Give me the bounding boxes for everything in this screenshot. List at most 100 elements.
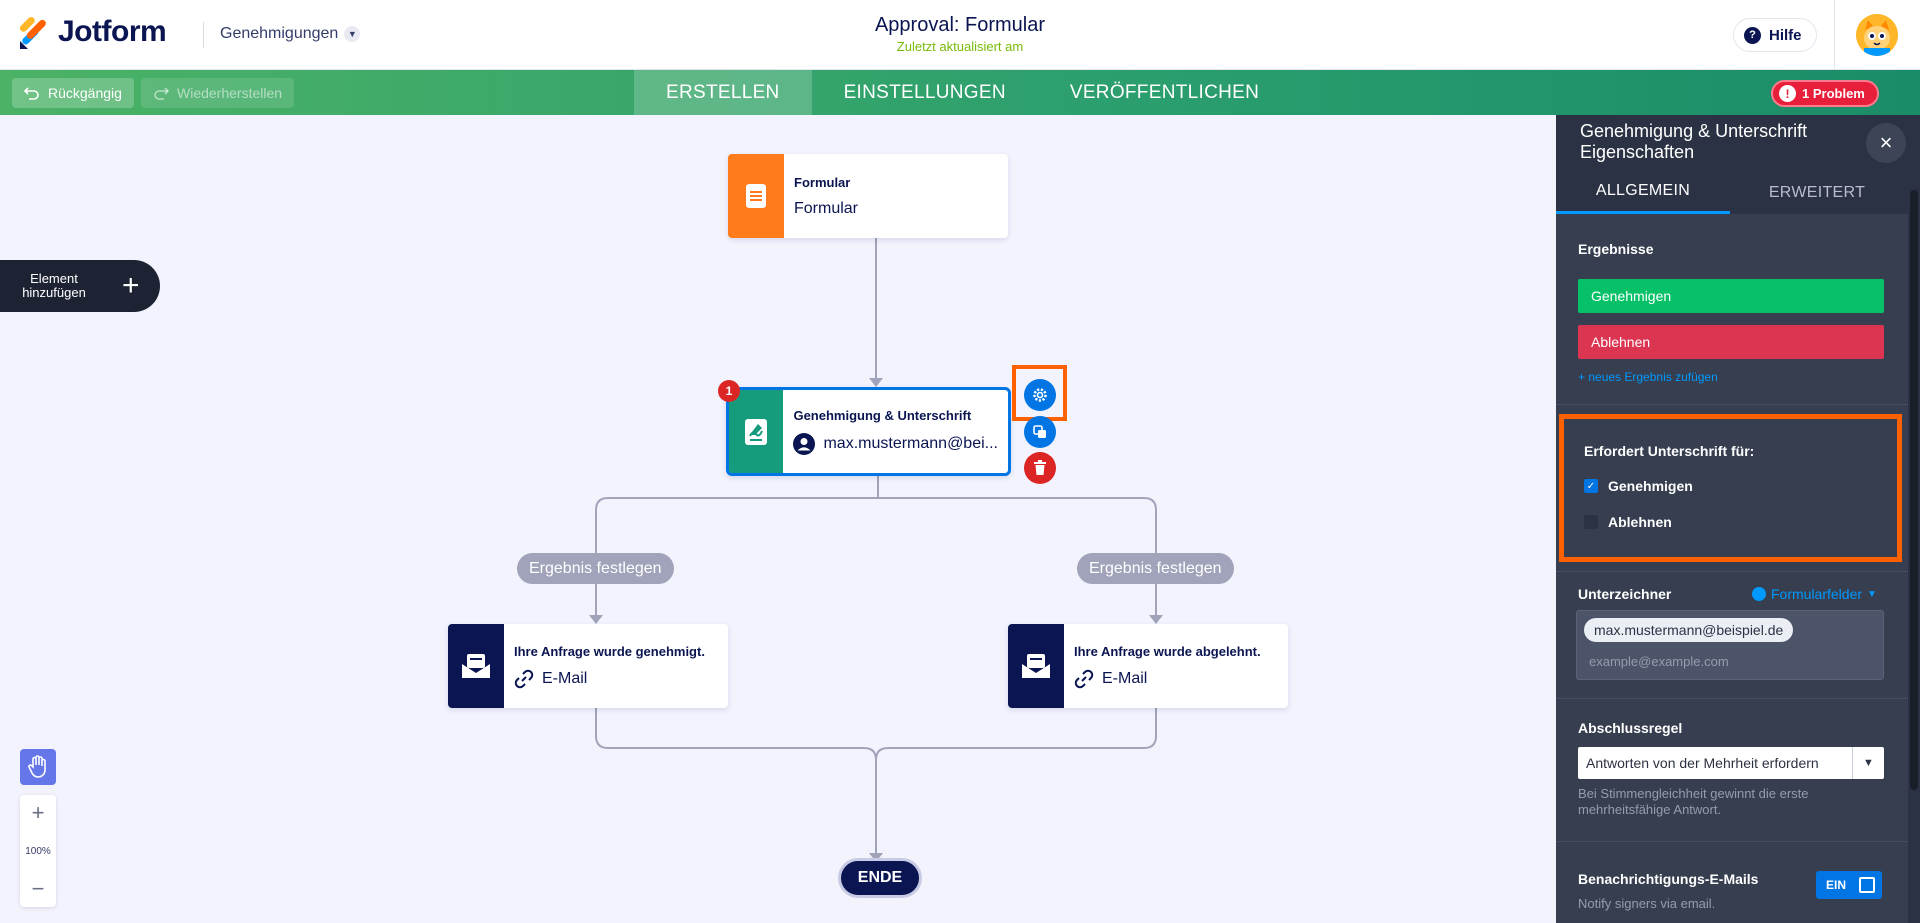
signer-email-input[interactable]: example@example.com	[1589, 654, 1729, 669]
approval-signature-node[interactable]: Genehmigung & Unterschrift max.musterman…	[726, 387, 1011, 476]
link-icon	[1074, 669, 1094, 688]
email-node-type: E-Mail	[514, 669, 705, 689]
undo-label: Rückgängig	[48, 85, 122, 101]
end-node[interactable]: ENDE	[838, 858, 922, 898]
section-divider	[1556, 404, 1908, 405]
pan-mode-button[interactable]	[20, 749, 56, 785]
workflow-connectors	[589, 238, 1163, 862]
exclamation-icon: !	[1779, 85, 1796, 102]
approval-node-side	[729, 390, 784, 473]
problem-button[interactable]: ! 1 Problem	[1771, 80, 1879, 107]
envelope-icon	[462, 654, 490, 678]
set-result-pill-reject[interactable]: Ergebnis festlegen	[1077, 553, 1234, 584]
builder-toolbar: Rückgängig Wiederherstellen ERSTELLEN EI…	[0, 70, 1920, 115]
notifications-toggle[interactable]: EIN	[1816, 871, 1882, 899]
form-title[interactable]: Approval: Formular	[874, 14, 1046, 36]
header-divider	[203, 22, 204, 48]
completion-rule-value: Antworten von der Mehrheit erfordern	[1586, 755, 1819, 771]
checkbox-sign-approve[interactable]: ✓ Genehmigen	[1584, 478, 1693, 494]
help-label: Hilfe	[1769, 26, 1802, 44]
set-result-pill-approve[interactable]: Ergebnis festlegen	[517, 553, 674, 584]
tab-allgemein[interactable]: ALLGEMEIN	[1556, 171, 1730, 214]
checkbox-label: Ablehnen	[1608, 514, 1672, 530]
email-node-title: Ihre Anfrage wurde genehmigt.	[514, 643, 705, 659]
approval-node-assignee: max.mustermann@bei...	[793, 433, 998, 455]
panel-tabs: ALLGEMEIN ERWEITERT	[1556, 171, 1920, 214]
approval-node-title: Genehmigung & Unterschrift	[793, 408, 972, 423]
signature-required-label: Erfordert Unterschrift für:	[1584, 443, 1755, 459]
assignee-email: max.mustermann@bei...	[823, 435, 998, 452]
tab-veroeffentlichen[interactable]: VERÖFFENTLICHEN	[1069, 81, 1260, 103]
avatar[interactable]	[1856, 14, 1898, 56]
last-updated: Zuletzt aktualisiert am	[896, 39, 1024, 54]
node-delete-button[interactable]	[1024, 452, 1056, 484]
email-node-type-label: E-Mail	[542, 669, 588, 687]
checkbox-sign-reject[interactable]: Ablehnen	[1584, 514, 1672, 530]
result-reject[interactable]: Ablehnen	[1578, 325, 1884, 359]
hand-icon	[28, 755, 46, 778]
email-node-type: E-Mail	[1074, 669, 1261, 689]
signer-chip[interactable]: max.mustermann@beispiel.de	[1584, 618, 1794, 642]
redo-icon	[154, 87, 169, 100]
signature-required-highlight: Erfordert Unterschrift für: ✓ Genehmigen…	[1559, 414, 1902, 562]
form-document-icon	[746, 184, 766, 208]
trash-icon	[1034, 460, 1046, 475]
add-element-button[interactable]: Element hinzufügen +	[0, 260, 160, 312]
chevron-down-icon: ▼	[1867, 588, 1877, 600]
node-settings-button[interactable]	[1024, 379, 1056, 411]
link-icon	[514, 669, 534, 688]
close-icon[interactable]: ×	[1866, 123, 1906, 163]
zoom-level: 100%	[25, 845, 51, 857]
completion-rule-help: Bei Stimmengleichheit gewinnt die erste …	[1578, 786, 1809, 817]
jotform-logo-icon	[19, 16, 46, 49]
completion-rule-select[interactable]: Antworten von der Mehrheit erfordern ▼	[1578, 747, 1884, 779]
completion-rule-label: Abschlussregel	[1578, 720, 1683, 736]
form-node[interactable]: Formular Formular	[728, 154, 1008, 238]
help-button[interactable]: ? Hilfe	[1733, 18, 1817, 52]
header-divider-right	[1834, 0, 1835, 70]
redo-button[interactable]: Wiederherstellen	[141, 78, 295, 108]
folder-label: Genehmigungen	[220, 25, 339, 42]
top-header: Jotform Genehmigungen ▼ Approval: Formul…	[0, 0, 1920, 70]
check-icon: ✓	[1584, 479, 1598, 493]
scrollbar-thumb[interactable]	[1910, 190, 1918, 790]
form-title-block: Approval: Formular Zuletzt aktualisiert …	[760, 14, 1160, 54]
email-node-rejected[interactable]: Ihre Anfrage wurde abgelehnt. E-Mail	[1008, 624, 1288, 708]
add-result-link[interactable]: + neues Ergebnis zufügen	[1578, 370, 1718, 384]
panel-scrollbar[interactable]	[1908, 174, 1920, 923]
form-node-body: Formular Formular	[784, 154, 868, 238]
folder-dropdown[interactable]: Genehmigungen ▼	[220, 25, 361, 43]
jotform-logo[interactable]: Jotform	[18, 15, 167, 49]
envelope-icon	[1022, 654, 1050, 678]
zoom-in-icon[interactable]: +	[31, 800, 45, 825]
form-node-title: Formular	[794, 174, 851, 190]
problem-label: 1 Problem	[1802, 86, 1865, 101]
copy-icon	[1033, 425, 1046, 438]
logo-text: Jotform	[58, 15, 167, 48]
email-node-approved[interactable]: Ihre Anfrage wurde genehmigt. E-Mail	[448, 624, 728, 708]
error-count-badge: 1	[718, 380, 740, 402]
panel-title: Genehmigung & Unterschrift Eigenschaften	[1580, 121, 1808, 162]
undo-button[interactable]: Rückgängig	[12, 78, 134, 108]
section-divider	[1556, 841, 1908, 842]
form-node-subtitle: Formular	[794, 199, 859, 217]
add-element-label: Element hinzufügen	[22, 271, 86, 300]
notifications-help: Notify signers via email.	[1578, 896, 1716, 911]
form-fields-label: Formularfelder	[1771, 586, 1863, 602]
tab-erweitert[interactable]: ERWEITERT	[1768, 183, 1866, 201]
tab-einstellungen[interactable]: EINSTELLUNGEN	[843, 81, 1006, 103]
result-approve[interactable]: Genehmigen	[1578, 279, 1884, 313]
redo-label: Wiederherstellen	[177, 85, 283, 101]
workflow-canvas[interactable]: Element hinzufügen +	[0, 115, 1556, 923]
toggle-label: EIN	[1826, 878, 1847, 892]
dropdown-arrow-icon: ▼	[1852, 747, 1884, 779]
tab-erstellen[interactable]: ERSTELLEN	[634, 70, 812, 115]
email-node-body: Ihre Anfrage wurde abgelehnt. E-Mail	[1064, 624, 1271, 708]
node-duplicate-button[interactable]	[1024, 416, 1056, 448]
form-fields-dropdown[interactable]: Formularfelder ▼	[1752, 586, 1877, 602]
question-icon: ?	[1744, 26, 1761, 44]
properties-panel: Genehmigung & Unterschrift Eigenschaften…	[1556, 115, 1920, 923]
zoom-out-icon[interactable]: −	[31, 876, 45, 901]
signer-input-box[interactable]: max.mustermann@beispiel.de example@examp…	[1576, 610, 1884, 680]
signer-label: Unterzeichner	[1578, 586, 1672, 602]
